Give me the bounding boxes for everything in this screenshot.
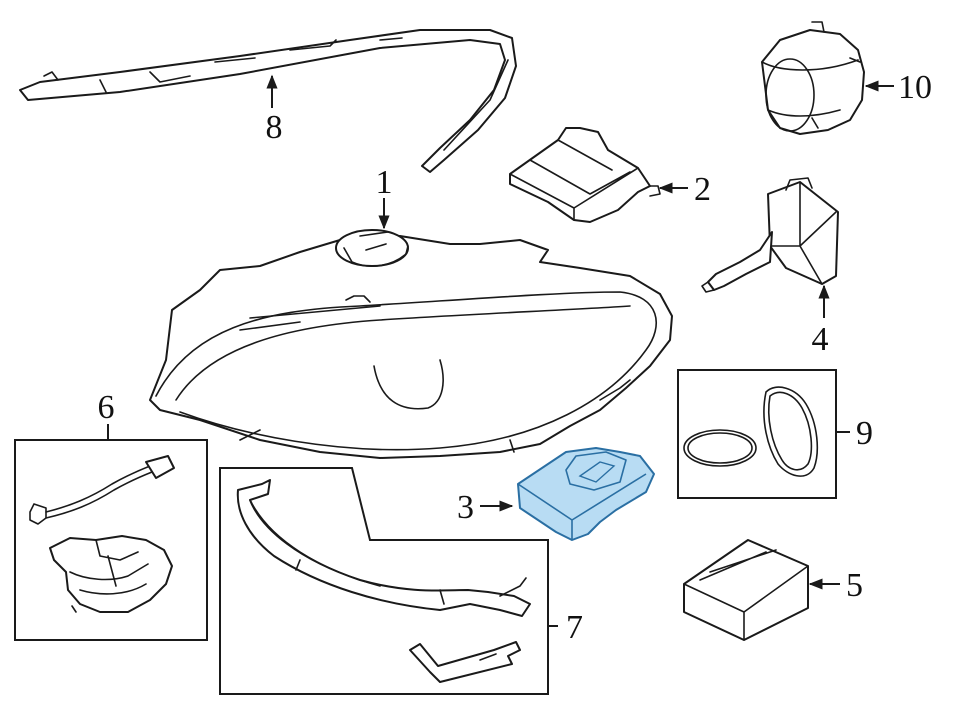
part-10-cap[interactable] <box>761 21 865 135</box>
part-9-seals[interactable] <box>677 369 837 499</box>
leaders <box>107 74 894 627</box>
part-7-trim-pieces[interactable] <box>219 467 549 695</box>
part-5-block[interactable] <box>683 539 809 641</box>
callout-10: 10 <box>898 69 932 106</box>
callout-9: 9 <box>856 415 873 452</box>
callout-5: 5 <box>846 567 863 604</box>
part-2-module[interactable] <box>509 127 661 223</box>
callout-labels: 1 2 3 4 5 6 7 8 9 10 <box>98 69 933 646</box>
part-1-headlamp[interactable] <box>149 229 673 459</box>
part-6-harness[interactable] <box>14 439 208 641</box>
callout-4: 4 <box>812 321 829 358</box>
callout-2: 2 <box>694 171 711 208</box>
callout-1: 1 <box>376 164 393 201</box>
callout-8: 8 <box>266 109 283 146</box>
callout-6: 6 <box>98 389 115 426</box>
part-3-control-unit[interactable] <box>517 447 655 541</box>
callout-7: 7 <box>566 609 583 646</box>
part-8-trim-strip[interactable] <box>19 29 517 173</box>
part-4-bulb[interactable] <box>701 177 839 293</box>
callout-3: 3 <box>457 489 474 526</box>
